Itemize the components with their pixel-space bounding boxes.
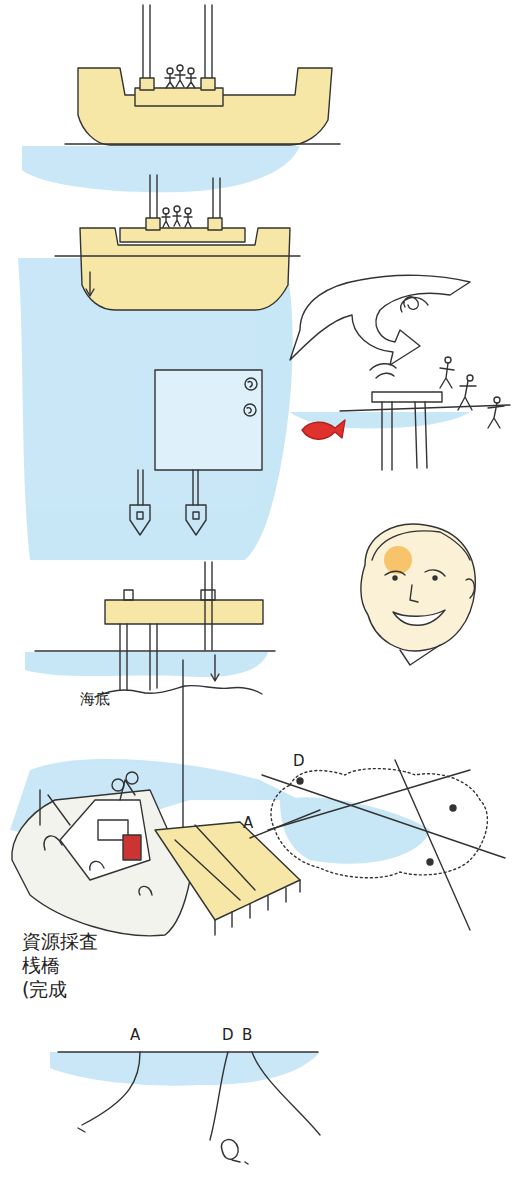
point-label: D [293,752,305,771]
point-label: B [242,1026,252,1045]
point-label: 海底 [80,690,110,709]
point-label: A [130,1026,140,1045]
caption-note: 資源採査 桟橋(完成 [22,930,98,1001]
point-label: D [222,1026,234,1045]
point-label: A [243,814,253,833]
